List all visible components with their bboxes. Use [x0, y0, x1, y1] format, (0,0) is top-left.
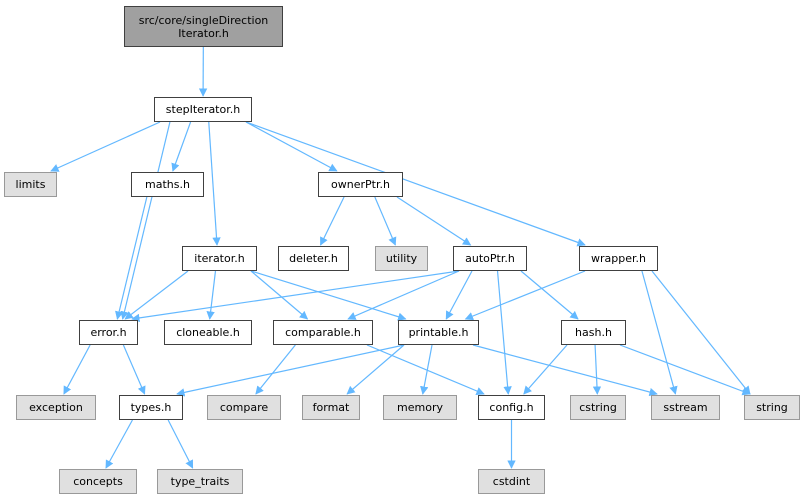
node-type-traits: type_traits: [157, 469, 243, 494]
edge-autoPtr-to-error: [131, 270, 460, 323]
edge-types-to-type_traits: [167, 419, 194, 469]
node-memory: memory: [383, 395, 457, 420]
edge-stepIterator-to-ownerPtr: [245, 121, 338, 172]
edge-iterator-to-error: [124, 270, 189, 320]
edge-printable-to-memory: [420, 344, 433, 395]
edge-autoPtr-to-comparable: [347, 270, 460, 320]
node-comparable-h[interactable]: comparable.h: [273, 320, 373, 345]
edge-hash-to-cstring: [592, 344, 602, 395]
edge-hash-to-config: [523, 344, 568, 395]
node-ownerptr-h[interactable]: ownerPtr.h: [318, 172, 403, 197]
edge-autoPtr-to-hash: [520, 270, 579, 320]
node-iterator-h[interactable]: iterator.h: [182, 246, 257, 271]
node-concepts: concepts: [59, 469, 137, 494]
node-types-h[interactable]: types.h: [119, 395, 183, 420]
edge-autoPtr-to-printable: [445, 270, 473, 320]
edge-autoPtr-to-config: [496, 270, 512, 395]
edge-wrapper-to-string: [651, 270, 751, 395]
edge-ownerPtr-to-utility: [374, 196, 397, 246]
node-maths-h[interactable]: maths.h: [131, 172, 204, 197]
node-printable-h[interactable]: printable.h: [398, 320, 479, 345]
edge-ownerPtr-to-autoPtr: [396, 196, 472, 246]
node-deleter-h[interactable]: deleter.h: [278, 246, 349, 271]
node-compare: compare: [207, 395, 281, 420]
node-limits: limits: [4, 172, 57, 197]
edge-stepIterator-to-iterator: [208, 121, 221, 246]
node-autoptr-h[interactable]: autoPtr.h: [453, 246, 527, 271]
node-string: string: [744, 395, 800, 420]
edge-maths-to-error: [115, 196, 148, 320]
edge-stepIterator-to-wrapper: [245, 121, 586, 247]
node-stepiterator-h[interactable]: stepIterator.h: [154, 97, 252, 122]
edge-error-to-types: [122, 344, 146, 395]
edge-comparable-to-compare: [255, 344, 296, 395]
edge-stepIterator-to-maths: [171, 121, 192, 172]
edge-hash-to-string: [619, 344, 751, 396]
edge-types-to-concepts: [105, 419, 133, 469]
edge-iterator-to-printable: [250, 270, 407, 321]
edge-printable-to-sstream: [472, 344, 658, 397]
node-config-h[interactable]: config.h: [478, 395, 545, 420]
edge-stepIterator-to-error: [120, 121, 171, 320]
node-cstring: cstring: [570, 395, 626, 420]
edge-ownerPtr-to-deleter: [320, 196, 345, 246]
edge-printable-to-types: [176, 344, 405, 397]
node-cloneable-h[interactable]: cloneable.h: [164, 320, 252, 345]
edge-stepIterator-to-limits: [50, 121, 161, 172]
node-hash-h[interactable]: hash.h: [561, 320, 626, 345]
edge-wrapper-to-sstream: [641, 270, 678, 395]
node-exception: exception: [16, 395, 96, 420]
edge-wrapper-to-printable: [464, 270, 586, 321]
node-sstream: sstream: [651, 395, 720, 420]
edge-iterator-to-comparable: [250, 270, 309, 320]
node-utility: utility: [375, 246, 428, 271]
node-format: format: [302, 395, 360, 420]
node-wrapper-h[interactable]: wrapper.h: [579, 246, 658, 271]
node-cstdint: cstdint: [478, 469, 545, 494]
edge-printable-to-format: [346, 344, 405, 395]
edge-iterator-to-cloneable: [206, 270, 217, 320]
node-error-h[interactable]: error.h: [79, 320, 138, 345]
edge-error-to-exception: [63, 344, 91, 395]
edge-comparable-to-config: [366, 344, 485, 395]
